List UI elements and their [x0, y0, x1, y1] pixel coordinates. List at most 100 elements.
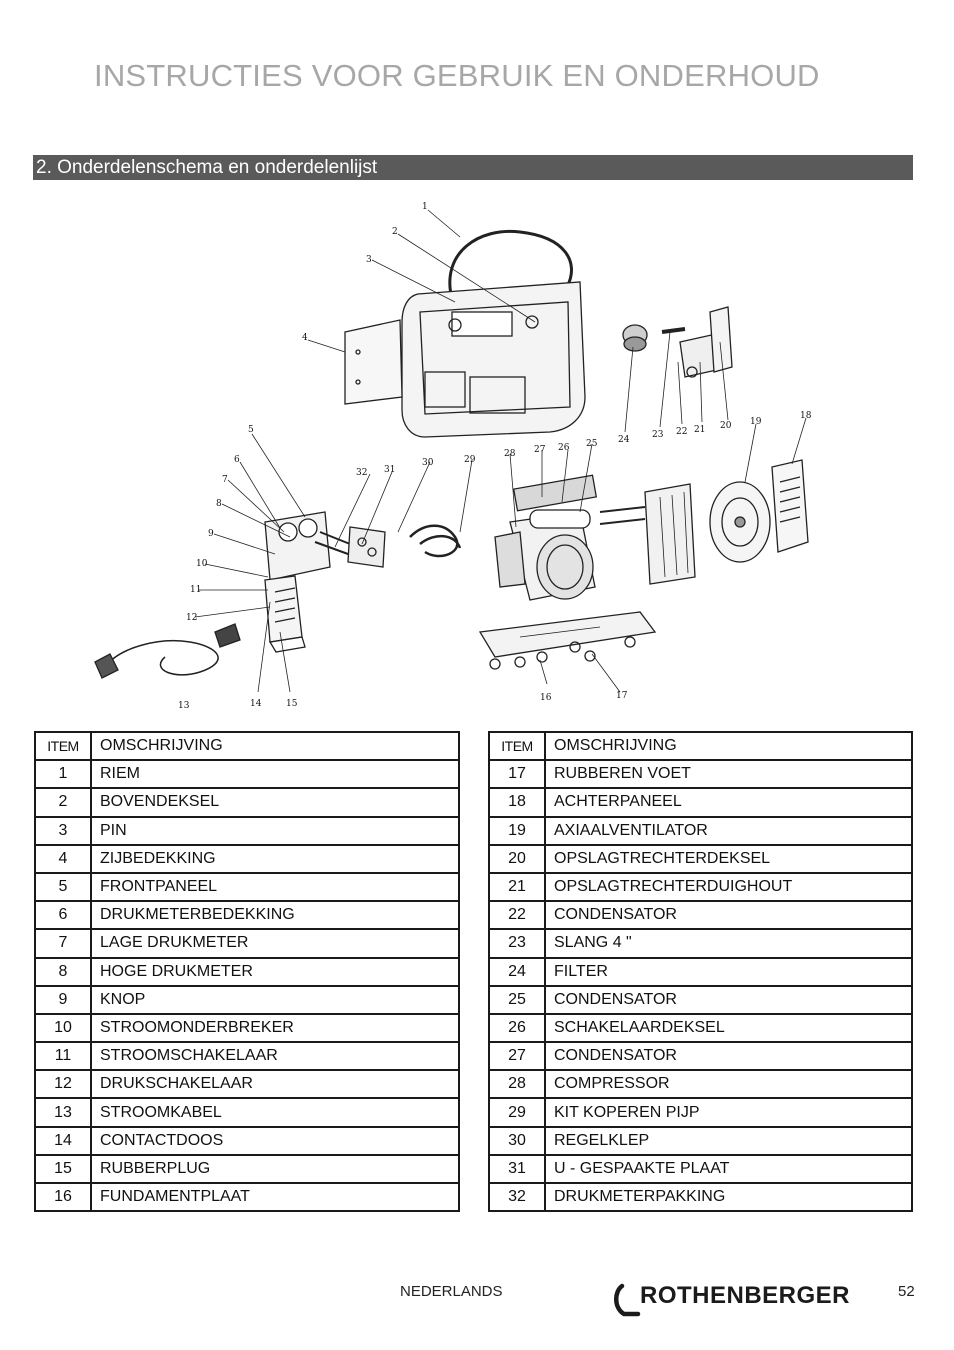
item-description: OPSLAGTRECHTERDEKSEL: [544, 843, 913, 874]
callout-1: 1: [422, 202, 428, 212]
callout-16: 16: [540, 693, 552, 703]
item-description: COMPRESSOR: [544, 1069, 913, 1100]
callout-15: 15: [286, 699, 298, 709]
callout-13: 13: [178, 701, 190, 711]
page-title: INSTRUCTIES VOOR GEBRUIK EN ONDERHOUD: [94, 58, 820, 93]
item-number: 2: [34, 787, 92, 818]
page-number: 52: [898, 1283, 915, 1300]
callout-21: 21: [694, 425, 705, 435]
callout-28: 28: [504, 449, 516, 459]
item-number: 1: [34, 759, 92, 790]
callout-14: 14: [250, 699, 262, 709]
callout-11: 11: [190, 585, 201, 595]
item-description: BOVENDEKSEL: [90, 787, 460, 818]
callout-23: 23: [652, 430, 664, 440]
item-number: 12: [34, 1069, 92, 1100]
item-description: FUNDAMENTPLAAT: [90, 1181, 460, 1213]
item-description: CONDENSATOR: [544, 984, 913, 1015]
item-description: OPSLAGTRECHTERDUIGHOUT: [544, 871, 913, 903]
item-number: 25: [488, 984, 546, 1015]
column-header-description: OMSCHRIJVING: [90, 730, 460, 762]
callout-27: 27: [534, 445, 546, 455]
callout-8: 8: [216, 499, 222, 509]
callout-4: 4: [302, 333, 308, 343]
item-number: 13: [34, 1097, 92, 1128]
item-description: STROOMONDERBREKER: [90, 1012, 460, 1044]
item-number: 24: [488, 956, 546, 987]
item-description: DRUKMETERBEDEKKING: [90, 900, 460, 931]
item-number: 6: [34, 900, 92, 931]
item-number: 11: [34, 1041, 92, 1072]
column-header-description: OMSCHRIJVING: [544, 730, 913, 762]
column-header-item: ITEM: [488, 730, 546, 762]
item-number: 32: [488, 1181, 546, 1213]
item-description: CONDENSATOR: [544, 900, 913, 931]
item-description: STROOMKABEL: [90, 1097, 460, 1128]
section-heading: 2. Onderdelenschema en onderdelenlijst: [33, 155, 913, 180]
callout-17: 17: [616, 691, 628, 701]
item-number: 28: [488, 1069, 546, 1100]
table-header-row: ITEM OMSCHRIJVING: [488, 730, 913, 762]
exploded-parts-diagram: 1 2 3 4 5 6 7 8 9 10 11 12 13 14 15 16 1…: [80, 192, 840, 722]
callout-25: 25: [586, 439, 598, 449]
brand-name: ROTHENBERGER: [640, 1282, 851, 1309]
item-number: 22: [488, 900, 546, 931]
callout-2: 2: [392, 227, 398, 237]
item-description: U - GESPAAKTE PLAAT: [544, 1153, 913, 1185]
callout-31: 31: [384, 465, 395, 475]
item-number: 17: [488, 759, 546, 790]
callout-24: 24: [618, 435, 630, 445]
callout-5: 5: [248, 425, 254, 435]
callout-6: 6: [234, 455, 240, 465]
item-description: HOGE DRUKMETER: [90, 956, 460, 987]
item-description: PIN: [90, 815, 460, 846]
callout-20: 20: [720, 421, 732, 431]
item-number: 15: [34, 1153, 92, 1185]
callout-19: 19: [750, 417, 762, 427]
item-number: 9: [34, 984, 92, 1015]
item-description: STROOMSCHAKELAAR: [90, 1041, 460, 1072]
item-number: 20: [488, 843, 546, 874]
brand-swoosh-icon: [614, 1283, 641, 1317]
callout-22: 22: [676, 427, 687, 437]
item-number: 10: [34, 1012, 92, 1044]
item-description: RIEM: [90, 759, 460, 790]
item-description: SCHAKELAARDEKSEL: [544, 1012, 913, 1044]
item-number: 4: [34, 843, 92, 874]
item-description: FRONTPANEEL: [90, 871, 460, 903]
item-number: 14: [34, 1125, 92, 1156]
footer-language: NEDERLANDS: [400, 1283, 503, 1300]
item-number: 5: [34, 871, 92, 903]
callout-9: 9: [208, 529, 214, 539]
callout-18: 18: [800, 411, 812, 421]
item-description: LAGE DRUKMETER: [90, 928, 460, 959]
item-number: 7: [34, 928, 92, 959]
